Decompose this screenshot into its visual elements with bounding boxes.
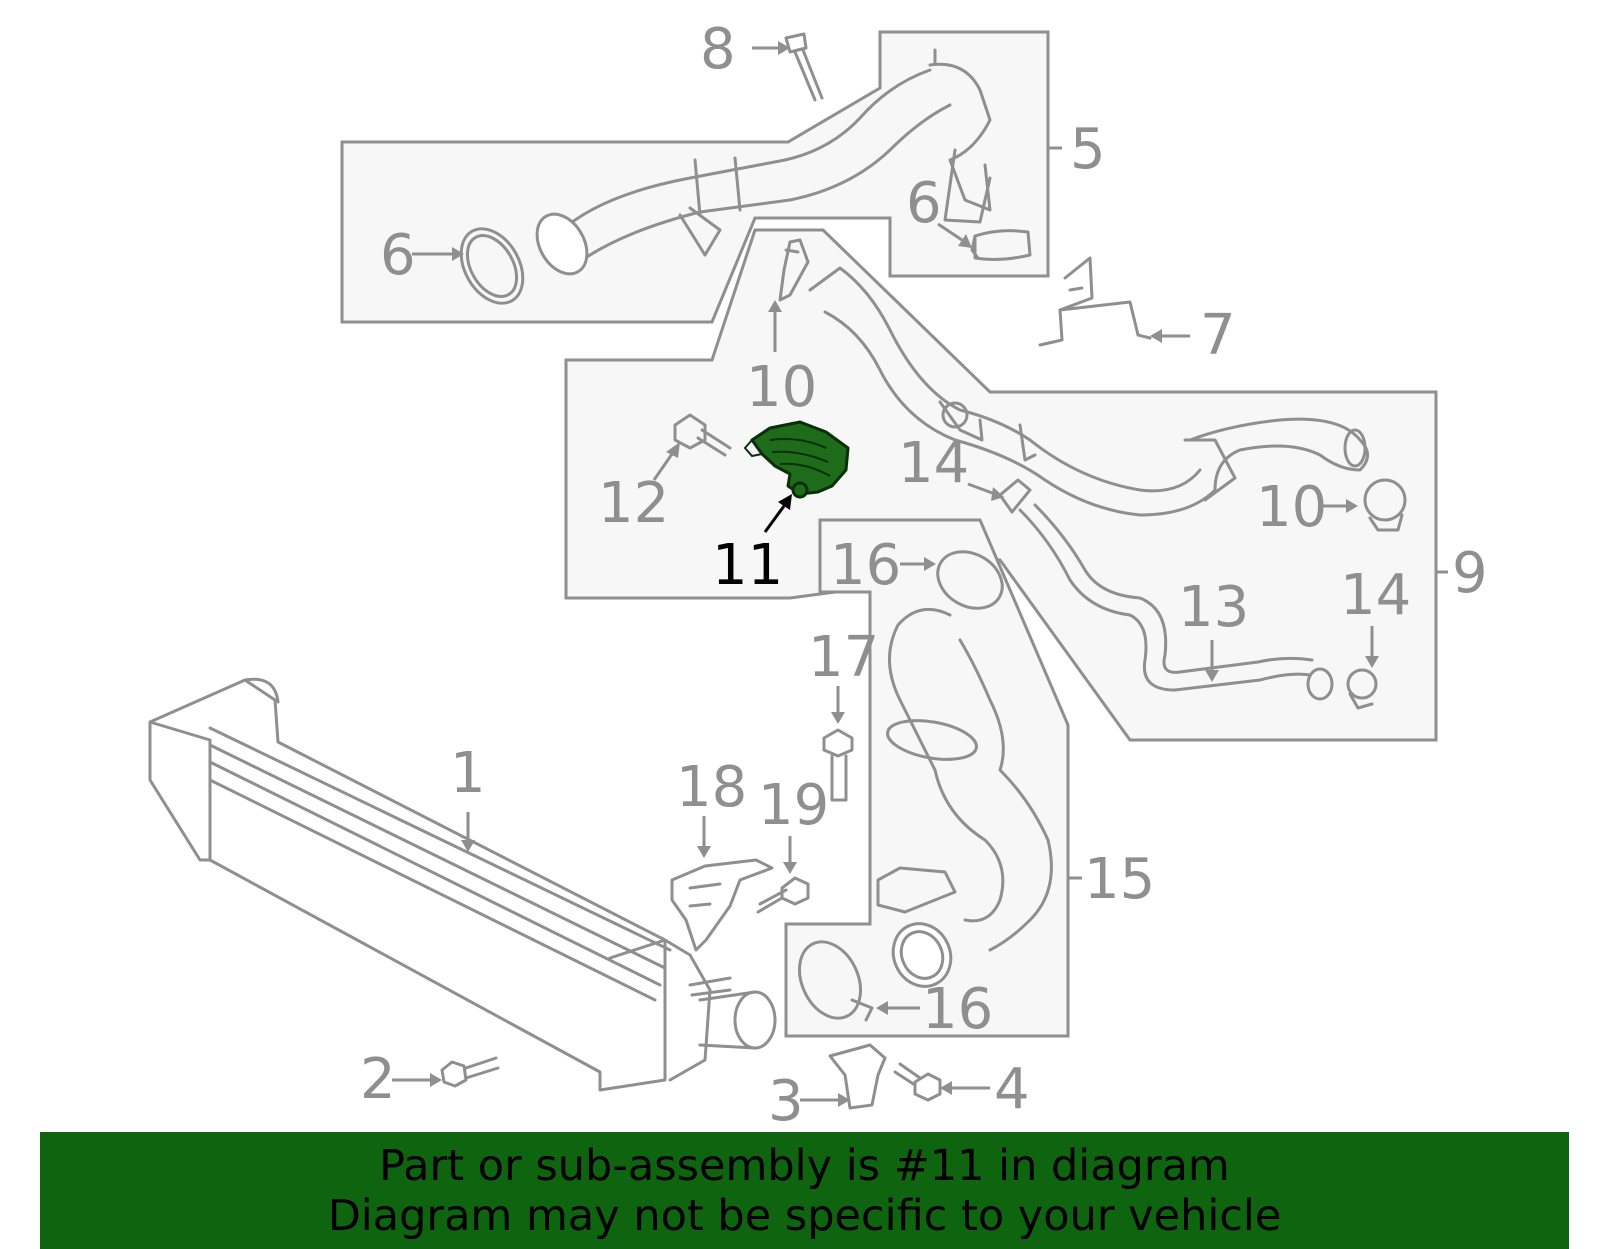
callout-7: 7 xyxy=(1200,303,1236,368)
callout-10-top: 10 xyxy=(746,355,817,420)
callout-16-bottom: 16 xyxy=(922,977,993,1042)
callout-3: 3 xyxy=(768,1069,804,1134)
banner-line-part: Part or sub-assembly is #11 in diagram xyxy=(379,1140,1230,1191)
callout-9: 9 xyxy=(1452,541,1488,606)
callout-16-top: 16 xyxy=(830,533,901,598)
callout-4: 4 xyxy=(994,1057,1030,1122)
part-9-hose-assembly xyxy=(808,266,1369,517)
part-14-clip-left xyxy=(998,478,1032,514)
part-10-clip-top xyxy=(778,238,810,302)
callout-8: 8 xyxy=(700,17,736,82)
part-3-bracket xyxy=(828,1043,887,1110)
part-4-bolt xyxy=(893,1062,942,1102)
callout-13: 13 xyxy=(1178,575,1249,640)
callout-12: 12 xyxy=(598,471,669,536)
callout-2: 2 xyxy=(360,1047,396,1112)
callout-1: 1 xyxy=(450,741,486,806)
part-2-bolt xyxy=(440,1056,500,1088)
part-7-bracket xyxy=(1038,256,1152,347)
banner-line-disclaimer: Diagram may not be specific to your vehi… xyxy=(327,1190,1282,1241)
part-14-clamp-right xyxy=(1346,668,1378,710)
part-17-bolt xyxy=(822,728,854,802)
part-5-charge-pipe xyxy=(535,48,992,276)
part-16-clamp-top xyxy=(936,550,1004,610)
callout-11-highlighted: 11 xyxy=(712,533,783,598)
part-16-clamp-bottom xyxy=(798,940,874,1022)
part-10-clamp-right xyxy=(1363,478,1407,532)
callout-14-left: 14 xyxy=(898,431,969,496)
part-12-bolt xyxy=(673,413,732,457)
callout-19: 19 xyxy=(758,773,829,838)
part-6-clamp-right xyxy=(970,229,1032,261)
part-11-highlighted xyxy=(743,420,850,499)
callout-10-right: 10 xyxy=(1256,475,1327,540)
part-6-clamp-left xyxy=(459,227,525,305)
assembly-panel-9 xyxy=(564,228,1438,742)
callout-5: 5 xyxy=(1070,117,1106,182)
info-banner: Part or sub-assembly is #11 in diagram D… xyxy=(40,1132,1569,1249)
callout-6-right: 6 xyxy=(906,171,942,236)
part-18-bracket xyxy=(670,858,774,952)
part-8-bolt xyxy=(784,32,824,102)
leader-lines xyxy=(392,41,1448,1107)
callout-14-right: 14 xyxy=(1340,563,1411,628)
callout-18: 18 xyxy=(676,755,747,820)
callout-6-left: 6 xyxy=(380,223,416,288)
callout-15: 15 xyxy=(1084,847,1155,912)
part-1-intercooler xyxy=(148,677,777,1092)
part-19-bolt xyxy=(756,876,810,914)
part-15-intake-hose xyxy=(876,607,1053,988)
part-13-hose xyxy=(1018,503,1334,701)
callout-17: 17 xyxy=(808,625,879,690)
